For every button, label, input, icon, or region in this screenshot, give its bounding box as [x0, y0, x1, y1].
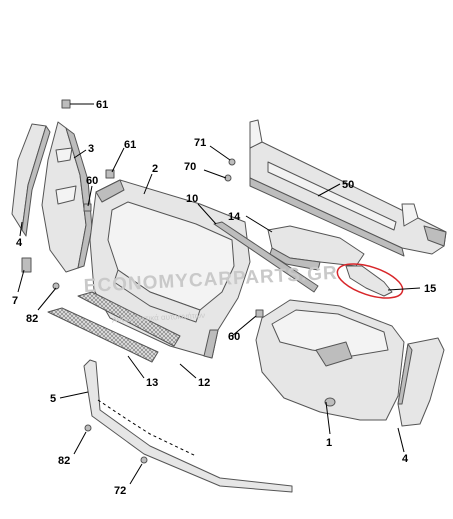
fastener-61-top [61, 99, 71, 109]
callout-labels: 61 3 61 60 2 71 70 50 10 14 4 7 82 15 60… [12, 99, 436, 497]
callout-14: 14 [228, 211, 241, 223]
part-10-trim-strip [213, 221, 319, 293]
part-1-bumper-cover [255, 299, 405, 421]
part-4-right-side-trim [397, 337, 445, 427]
part-7-clip [21, 257, 32, 273]
part-3-side-bracket [41, 121, 93, 273]
callout-7: 7 [12, 295, 18, 307]
part-50-bumper-beam [249, 119, 447, 257]
callout-60-left: 60 [86, 175, 98, 187]
callout-50: 50 [342, 179, 354, 191]
callout-4-right: 4 [402, 453, 409, 465]
callout-5: 5 [50, 393, 56, 405]
part-4-left-side-trim [11, 123, 51, 237]
callout-15: 15 [424, 283, 436, 295]
fastener-60-right [255, 309, 264, 318]
clip-72 [140, 456, 148, 464]
callout-61-mid: 61 [124, 139, 136, 151]
callout-61-top: 61 [96, 99, 108, 111]
callout-2: 2 [152, 163, 158, 175]
callout-10: 10 [186, 193, 198, 205]
fastener-61-mid [105, 169, 115, 179]
fastener-60-left [83, 203, 92, 212]
clip-82-upper [52, 282, 60, 290]
fasteners [52, 99, 264, 464]
callout-13: 13 [146, 377, 158, 389]
leader-lines [17, 103, 421, 485]
callout-72: 72 [114, 485, 126, 497]
callout-70: 70 [184, 161, 196, 173]
callout-1: 1 [326, 437, 332, 449]
callout-4-left: 4 [16, 237, 23, 249]
clip-82-lower [84, 424, 92, 432]
callout-82-upper: 82 [26, 313, 38, 325]
callout-82-lower: 82 [58, 455, 70, 467]
part-13-lower-grille [47, 291, 181, 363]
highlight-circle [336, 263, 404, 299]
part-5-lower-lip [83, 359, 293, 493]
part-15-bracket [336, 263, 404, 299]
callout-3: 3 [88, 143, 94, 155]
callout-12: 12 [198, 377, 210, 389]
callout-60-right: 60 [228, 331, 240, 343]
callout-71: 71 [194, 137, 206, 149]
screw-71 [228, 158, 236, 166]
